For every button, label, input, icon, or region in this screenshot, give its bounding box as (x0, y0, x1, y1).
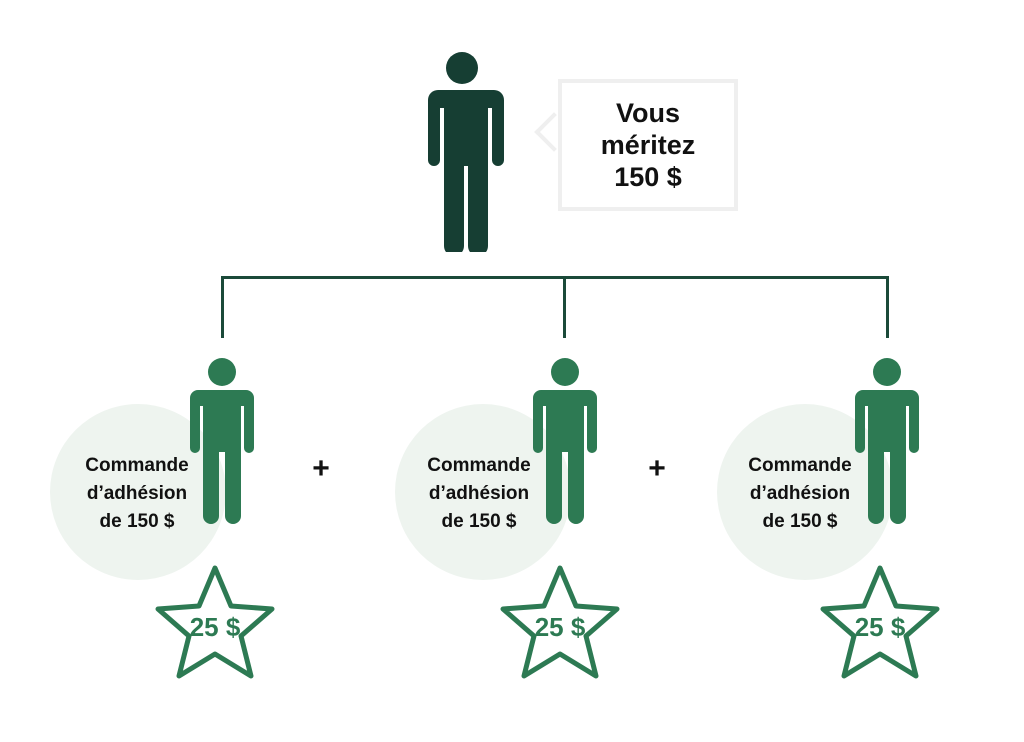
parent-person-icon (428, 52, 504, 252)
order-label: Commande d’adhésion de 150 $ (720, 452, 880, 536)
plus-sign: + (648, 452, 666, 485)
reward-message-line: 150 $ (614, 162, 682, 192)
order-line: d’adhésion (749, 483, 851, 504)
connector-right (886, 276, 889, 338)
connector-center (563, 276, 566, 338)
order-line: Commande (427, 455, 531, 476)
plus-sign: + (312, 452, 330, 485)
order-line: de 150 $ (762, 511, 838, 532)
order-line: Commande (85, 455, 189, 476)
reward-bubble: Vous méritez 150 $ (558, 79, 738, 211)
reward-amount: 25 $ (189, 612, 241, 642)
child-person-icon (533, 358, 597, 524)
star-icon (820, 565, 940, 679)
reward-message-line: méritez (600, 130, 696, 160)
order-line: de 150 $ (99, 511, 175, 532)
connector-left (221, 276, 224, 338)
order-label: Commande d’adhésion de 150 $ (399, 452, 559, 536)
order-label: Commande d’adhésion de 150 $ (57, 452, 217, 536)
child-person-icon (190, 358, 254, 524)
order-line: de 150 $ (441, 511, 517, 532)
star-icon (155, 565, 275, 679)
child-person-icon (855, 358, 919, 524)
order-line: Commande (748, 455, 852, 476)
reward-amount: 25 $ (534, 612, 586, 642)
reward-message-line: Vous (615, 98, 680, 128)
star-icon (500, 565, 620, 679)
order-line: d’adhésion (428, 483, 530, 504)
order-line: d’adhésion (86, 483, 188, 504)
reward-message: Vous méritez 150 $ (562, 97, 734, 193)
reward-amount: 25 $ (854, 612, 906, 642)
connector-horizontal (221, 276, 889, 279)
